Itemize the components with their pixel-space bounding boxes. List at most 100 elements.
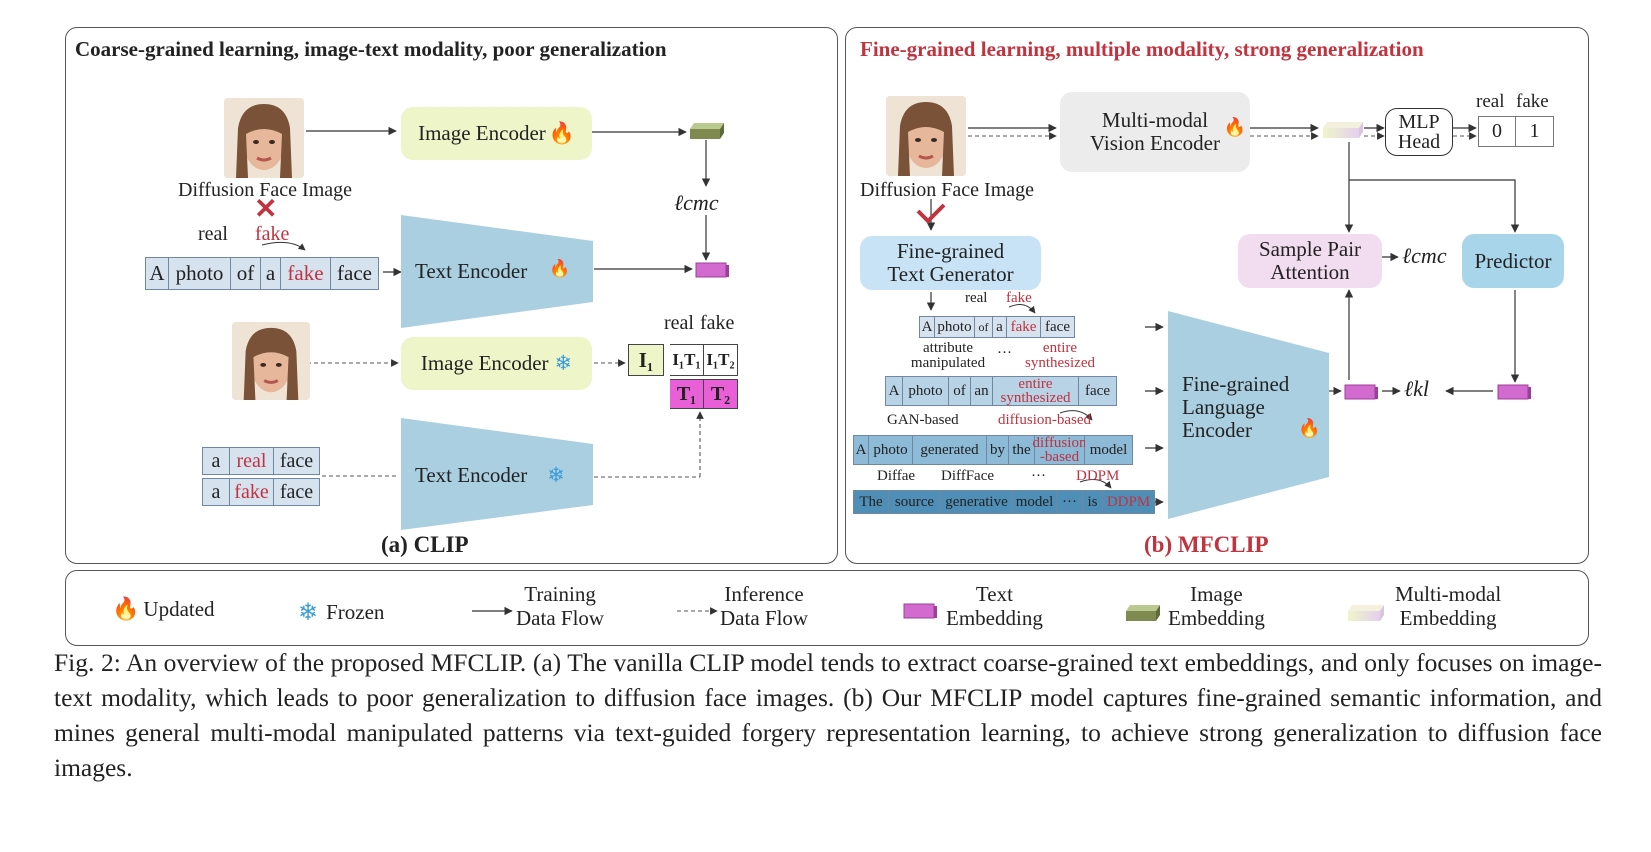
clip-panel-title: Coarse-grained learning, image-text moda…	[75, 37, 667, 61]
token: A	[885, 376, 903, 406]
label-real: real	[198, 223, 228, 245]
vision-encoder-line2: Vision Encoder	[1090, 131, 1220, 155]
output-real-label: real	[1476, 91, 1505, 112]
predictor: Predictor	[1462, 234, 1564, 288]
t2-attr-line1: attribute	[923, 340, 973, 356]
flame-icon: 🔥	[1223, 117, 1246, 137]
token: the	[1009, 435, 1035, 465]
language-encoder-line1: Fine-grained	[1182, 372, 1290, 396]
t2-attr-line2: manipulated	[910, 355, 986, 371]
language-encoder-line2: Language	[1182, 395, 1265, 419]
face-image	[224, 98, 304, 178]
text-encoder-frozen-shape	[401, 418, 593, 530]
text-row-3: A photo generated by the diffusion -base…	[853, 435, 1133, 465]
image-embedding-icon	[1126, 605, 1160, 621]
legend-inference-line2: Data Flow	[720, 606, 809, 630]
token: of	[949, 376, 971, 406]
vision-encoder-line1: Multi-modal	[1101, 108, 1209, 132]
token: source	[889, 490, 941, 514]
t1-real-label: real	[965, 290, 988, 306]
legend-image-embedding: Image Embedding	[1168, 582, 1265, 630]
sample-pair-line1: Sample Pair	[1258, 237, 1362, 261]
token: model	[1013, 490, 1057, 514]
token: by	[987, 435, 1009, 465]
text-encoder-frozen: Text Encoder ❄	[415, 463, 565, 488]
clip-panel	[65, 27, 838, 564]
token-diffusion-based: diffusion -based	[1032, 435, 1087, 465]
t4-diffae-label: Diffae	[877, 468, 916, 484]
matrix-real-label: real	[664, 312, 694, 334]
output-one: 1	[1516, 116, 1554, 147]
token: face	[1079, 376, 1117, 406]
matrix-i1t1: I₁T₁	[670, 344, 704, 376]
token: A	[919, 316, 935, 338]
text-embedding-icon	[1497, 384, 1531, 400]
token: of	[231, 257, 261, 290]
generator-line2: Text Generator	[887, 262, 1014, 286]
text-embedding-icon	[695, 262, 729, 278]
image-encoder-label: Image Encoder	[418, 121, 546, 145]
token: photo	[903, 376, 949, 406]
token-entire-synthesized: entire synthesized	[993, 376, 1079, 406]
flame-icon: 🔥	[548, 121, 575, 145]
mlp-head-line1: MLP	[1398, 111, 1440, 133]
matrix-i1: I₁	[628, 344, 664, 376]
fine-grained-text-generator: Fine-grained Text Generator	[860, 236, 1041, 290]
token: The	[853, 490, 889, 514]
text-embedding-icon	[1344, 384, 1378, 400]
token: is	[1083, 490, 1103, 514]
token: model	[1085, 435, 1133, 465]
matrix-i1t2: I₁T₂	[704, 344, 738, 376]
token: face	[274, 447, 320, 475]
image-embedding-icon	[690, 123, 724, 139]
legend-text-line2: Embedding	[946, 606, 1043, 630]
t2-dots: ···	[997, 345, 1012, 361]
generator-line1: Fine-grained	[896, 239, 1005, 263]
multimodal-embedding-icon	[1348, 605, 1384, 621]
flame-icon: 🔥	[549, 259, 571, 278]
token: a	[993, 316, 1007, 338]
face-image-inference	[232, 322, 310, 400]
token: face	[1041, 316, 1075, 338]
language-encoder-line3: Encoder	[1182, 418, 1252, 442]
legend-panel	[65, 570, 1589, 646]
multimodal-embedding-icon	[1323, 122, 1363, 138]
loss-cmc: ℓcmc	[674, 190, 719, 215]
legend-mm-line1: Multi-modal	[1395, 582, 1502, 606]
language-encoder-shape	[1168, 311, 1329, 519]
t4-diffface-label: DiffFace	[941, 468, 995, 484]
text-row-1: A photo of a fake face	[919, 316, 1075, 338]
text-encoder-shape	[401, 215, 593, 328]
token: of	[975, 316, 993, 338]
text-encoder-label: Text Encoder	[415, 463, 528, 487]
t4-ddpm-label: DDPM	[1076, 468, 1120, 484]
token: a	[202, 478, 230, 506]
face-image	[886, 96, 966, 176]
legend-text-line1: Text	[975, 582, 1013, 606]
legend-training: Training Data Flow	[516, 582, 604, 630]
token: photo	[869, 435, 913, 465]
cross-icon: ✕	[254, 194, 278, 225]
token: a	[202, 447, 230, 475]
clip-subtitle: (a) CLIP	[381, 532, 469, 557]
legend-training-line2: Data Flow	[516, 606, 605, 630]
token: ···	[1057, 490, 1083, 514]
sample-pair-line2: Attention	[1270, 260, 1350, 284]
legend-training-line1: Training	[524, 582, 596, 606]
mlp-head-line2: Head	[1397, 131, 1441, 153]
token-real: real	[230, 447, 274, 475]
legend-inference: Inference Data Flow	[720, 582, 808, 630]
sentence-row: A photo of a fake face	[145, 257, 379, 290]
multimodal-vision-encoder: Multi-modal Vision Encoder 🔥	[1060, 92, 1250, 172]
output-fake-label: fake	[1516, 91, 1549, 112]
token: generated	[913, 435, 987, 465]
text-encoder-updated: Text Encoder 🔥	[415, 259, 570, 284]
image-encoder-label: Image Encoder	[420, 351, 549, 375]
text-row-2: A photo of an entire synthesized face	[885, 376, 1117, 406]
token: A	[853, 435, 869, 465]
mfclip-panel-title: Fine-grained learning, multiple modality…	[860, 37, 1424, 61]
